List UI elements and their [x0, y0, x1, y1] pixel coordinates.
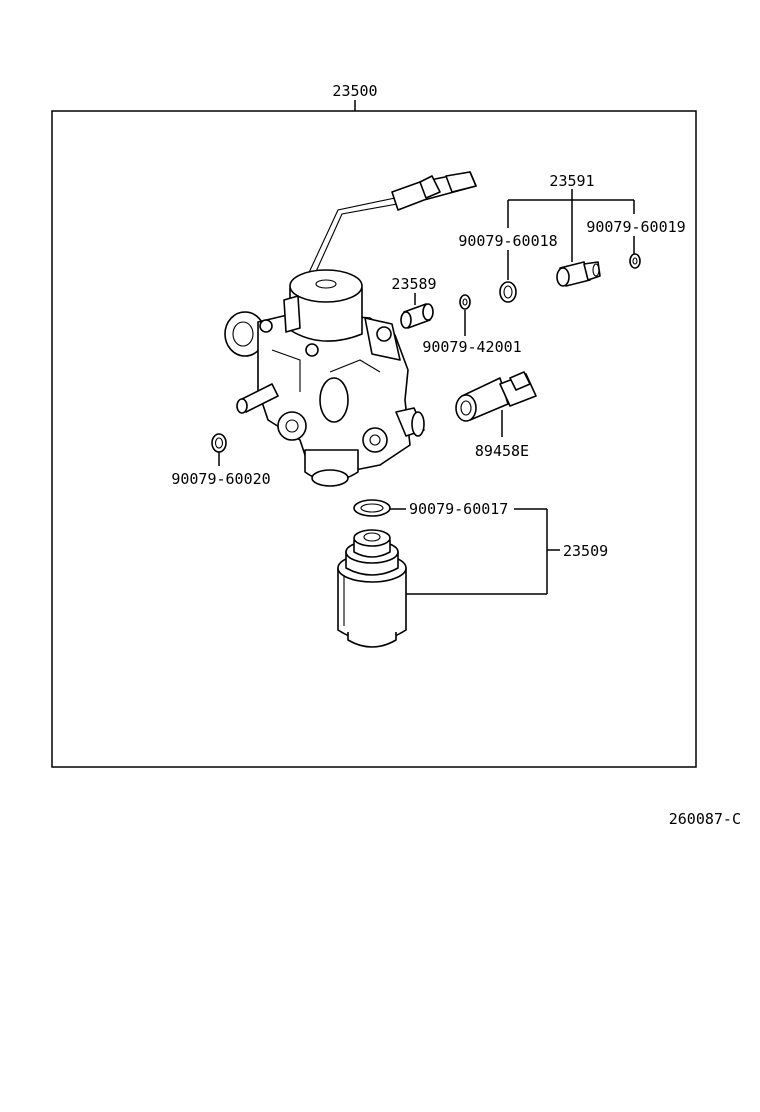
label-sensor: 89458E — [475, 442, 529, 460]
gasket-60019-drawing — [629, 253, 641, 269]
gasket-42001-drawing — [459, 294, 471, 310]
sensor-89458e-drawing — [455, 371, 537, 422]
kit-23591-bracket — [507, 189, 635, 280]
union-fitting-drawing — [556, 261, 601, 287]
label-gasket-42001: 90079-42001 — [422, 338, 521, 356]
label-gasket-60018: 90079-60018 — [458, 232, 557, 250]
valve-23509-drawing — [337, 529, 407, 648]
assembly-frame — [51, 110, 697, 768]
label-gasket-60017: 90079-60017 — [409, 500, 508, 518]
pump-assembly-drawing — [224, 171, 477, 487]
label-kit: 23591 — [549, 172, 594, 190]
gasket-60018-drawing — [499, 281, 517, 303]
label-cushion: 23589 — [391, 275, 436, 293]
label-valve: 23509 — [563, 542, 608, 560]
label-gasket-60019: 90079-60019 — [586, 218, 685, 236]
gasket-60020-drawing — [211, 433, 227, 453]
gasket-60017-drawing — [353, 499, 391, 517]
diagram-code: 260087-C — [669, 810, 741, 828]
cushion-23589-drawing — [400, 303, 434, 329]
valve-23509-bracket — [406, 508, 560, 595]
label-assembly: 23500 — [332, 82, 377, 100]
label-gasket-60020: 90079-60020 — [171, 470, 270, 488]
